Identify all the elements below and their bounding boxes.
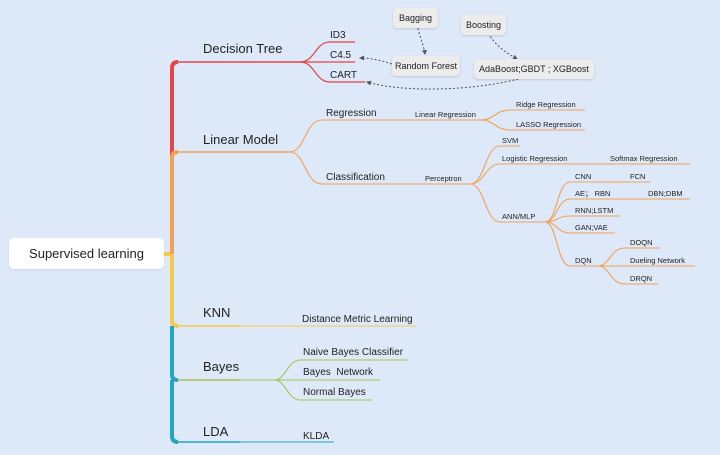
node-dbn-dbm: DBN;DBM [648,189,683,198]
node-perceptron: Perceptron [425,174,462,183]
node-doqn: DOQN [630,238,653,247]
node-cart: CART [330,70,357,81]
node-regression: Regression [326,108,377,119]
root-node: Supervised learning [9,238,164,269]
node-dqn: DQN [575,256,592,265]
trunk-linear-model [170,150,179,254]
trunk-decision-tree [170,60,179,254]
boosting-algorithms-node: AdaBoost;GBDT ; XGBoost [474,59,594,79]
relation-arrows [359,27,523,90]
node-naive-bayes-classifier: Naive Bayes Classifier [303,347,404,358]
root-label: Supervised learning [29,246,144,261]
node-logistic-regression: Logistic Regression [502,154,567,163]
node-gan-vae: GAN;VAE [575,223,608,232]
node-drqn: DRQN [630,274,652,283]
trunk-bayes-segment [170,326,179,382]
node-ridge-regression: Ridge Regression [516,100,576,109]
boosting-node: Boosting [461,15,506,35]
node-svm: SVM [502,136,518,145]
trunk-knn [170,254,179,328]
node-cnn: CNN [575,172,591,181]
node-linear-regression: Linear Regression [415,110,476,119]
node-fcn: FCN [630,172,645,181]
node-softmax-regression: Softmax Regression [610,154,678,163]
branch-linear-model: Linear Model [203,132,278,147]
node-normal-bayes: Normal Bayes [303,387,366,398]
node-distance-metric-learning: Distance Metric Learning [302,314,413,325]
node-lasso-regression: LASSO Regression [516,120,581,129]
node-classification: Classification [326,172,385,183]
branch-bayes: Bayes [203,359,240,374]
node-dueling-network: Dueling Network [630,256,685,265]
branch-decision-tree: Decision Tree [203,41,282,56]
trunk-lda [170,380,179,444]
node-bayes-network: Bayes Network [303,367,374,378]
bagging-node: Bagging [393,8,438,28]
bayes-children-connectors [240,359,408,401]
branch-knn: KNN [203,305,230,320]
node-rnn-lstm: RNN;LSTM [575,206,613,215]
node-ae-rbn: AE； RBN [575,189,610,198]
node-id3: ID3 [330,30,346,41]
random-forest-node: Random Forest [392,56,460,76]
branch-lda: LDA [203,424,229,439]
decision-tree-children-connectors [299,41,365,83]
node-c45: C4.5 [330,50,352,61]
linear-model-connectors [289,109,695,285]
node-klda: KLDA [303,431,329,442]
node-ann-mlp: ANN/MLP [502,212,535,221]
